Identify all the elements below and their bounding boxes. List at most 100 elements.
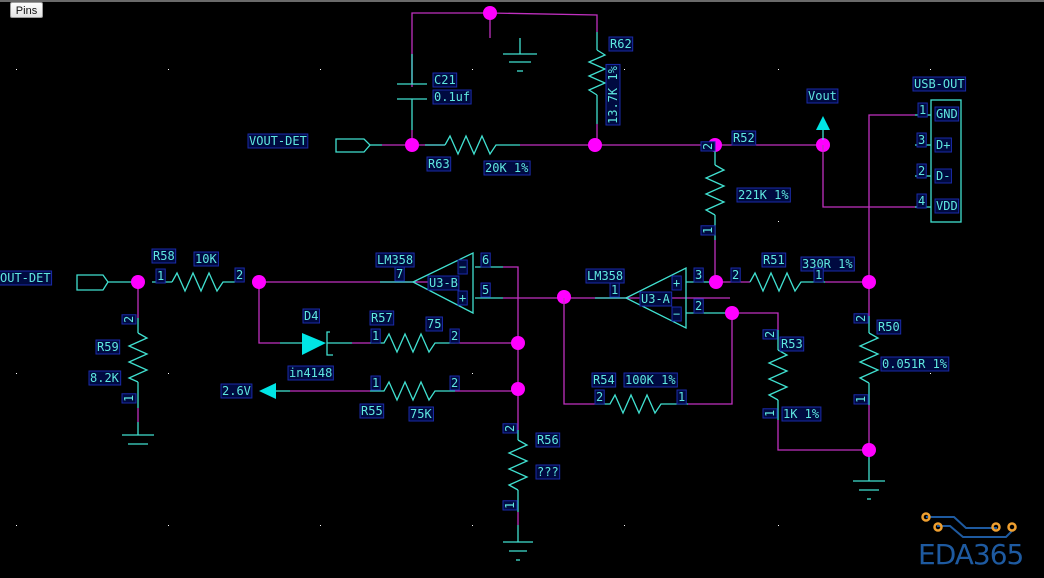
u3a-minus: − xyxy=(671,306,682,322)
u3a-plus: + xyxy=(671,275,682,291)
r56-pin1: 1 xyxy=(502,500,518,511)
usb-pin1-name-box xyxy=(934,106,960,122)
usb-pin2-name-text: D- xyxy=(936,169,950,183)
net-label-vout-text: Vout xyxy=(808,89,837,103)
r56-pin2-text: 2 xyxy=(503,425,517,432)
r57-value: 75 xyxy=(425,316,443,332)
r56-value: ??? xyxy=(535,464,561,480)
u3b-plus: + xyxy=(457,290,468,306)
u3b-part: LM358 xyxy=(375,252,415,268)
net-label-2v6-box xyxy=(220,383,253,399)
grid-dots xyxy=(16,69,931,526)
r59-value-box xyxy=(88,370,122,386)
r62-value-text: 13.7K 1% xyxy=(606,65,620,124)
u3b-plus-text: + xyxy=(459,291,466,305)
r58-ref-box xyxy=(151,248,177,264)
net-label-out-det: OUT-DET xyxy=(0,270,53,286)
c21-value-box xyxy=(432,89,472,105)
r59-pin2-box xyxy=(121,314,137,325)
r50-ref-text: R50 xyxy=(878,320,900,334)
r52-value-box xyxy=(736,187,791,203)
usb-pin3-name-text: D+ xyxy=(936,138,950,152)
r55-pin2-text: 2 xyxy=(451,376,458,390)
r55-value-box xyxy=(408,406,434,422)
r56-ref-box xyxy=(535,432,561,448)
r52-pin2-box xyxy=(700,141,716,152)
usb-pin2-num-box xyxy=(916,163,927,179)
usb-out-connector xyxy=(868,99,962,282)
r57-pin1-box xyxy=(370,328,381,344)
r50-value-box xyxy=(880,356,950,372)
d4-value-box xyxy=(287,365,334,381)
net-label-vout-det-box xyxy=(247,133,309,149)
r58-ref: R58 xyxy=(151,248,177,264)
usb-pin4-name-text: VDD xyxy=(936,199,958,213)
r56-pin2-box xyxy=(502,423,518,434)
r53-value: 1K 1% xyxy=(781,406,822,422)
r50-pin1-text: 1 xyxy=(854,396,868,403)
usb-ref-text: USB-OUT xyxy=(914,77,965,91)
r59-pin1: 1 xyxy=(121,393,137,404)
usb-pin1-name: GND xyxy=(934,106,960,122)
vout-power-arrow-icon xyxy=(816,116,830,130)
r51-pin1-box xyxy=(813,267,824,283)
junction xyxy=(483,6,497,20)
u3a-part-text: LM358 xyxy=(587,269,623,283)
r52-value: 221K 1% xyxy=(736,187,791,203)
r53-pin2: 2 xyxy=(762,329,778,340)
usb-pin4-num-box xyxy=(916,193,927,209)
u3a-plus-text: + xyxy=(673,276,680,290)
u3a-part: LM358 xyxy=(585,268,625,284)
r63-ref: R63 xyxy=(426,156,452,172)
u3a-minus-box xyxy=(671,306,682,322)
junction xyxy=(252,275,266,289)
r50-value-text: 0.051R 1% xyxy=(882,357,948,371)
net-label-vout-det: VOUT-DET xyxy=(247,133,309,149)
u3b-ref: U3-B xyxy=(427,275,460,291)
r51-value: 330R 1% xyxy=(800,256,855,272)
r52-ref-box xyxy=(731,130,757,146)
r50-pin1-box xyxy=(853,394,869,405)
r56-value-box xyxy=(535,464,561,480)
u3b-pin5-text: 5 xyxy=(482,283,489,297)
r51-ref-box xyxy=(761,252,787,268)
u3b-pin7-box xyxy=(394,266,405,282)
r54-value: 100K 1% xyxy=(623,372,678,388)
r53-ref: R53 xyxy=(779,336,805,352)
usb-ref: USB-OUT xyxy=(912,76,967,92)
r58-pin1-box xyxy=(155,268,166,284)
u3a-pin1-text: 1 xyxy=(611,283,618,297)
r57-value-box xyxy=(425,316,443,332)
r51-ref: R51 xyxy=(761,252,787,268)
r53-pin2-text: 2 xyxy=(763,331,777,338)
r62-value-box xyxy=(605,63,621,126)
r58-value-text: 10K xyxy=(195,252,217,266)
r58-pin2-box xyxy=(234,267,245,283)
usb-pin1-num-box xyxy=(917,102,928,118)
r57-ref-text: R57 xyxy=(371,311,393,325)
u3b-pin7-text: 7 xyxy=(396,267,403,281)
r56-ref: R56 xyxy=(535,432,561,448)
usb-ref-box xyxy=(912,76,967,92)
junction xyxy=(862,275,876,289)
r63-ref-box xyxy=(426,156,452,172)
r56-ref-text: R56 xyxy=(537,433,559,447)
eda365-logo-icon xyxy=(921,512,1017,538)
d4-ref: D4 xyxy=(302,308,320,324)
usb-pin1-name-text: GND xyxy=(936,107,958,121)
u3a-pin3: 3 xyxy=(693,267,704,283)
r56-pin2: 2 xyxy=(502,423,518,434)
r51-value-text: 330R 1% xyxy=(802,257,853,271)
d4-ref-box xyxy=(302,308,320,324)
r52-ref: R52 xyxy=(731,130,757,146)
r51-pin2-text: 2 xyxy=(732,268,739,282)
r53-pin2-box xyxy=(762,329,778,340)
usb-pin1-num-text: 1 xyxy=(919,103,926,117)
d4-ref-text: D4 xyxy=(304,309,318,323)
junction xyxy=(131,275,145,289)
pins-button[interactable]: Pins xyxy=(10,2,43,18)
r54-ref: R54 xyxy=(591,372,617,388)
u3b-plus-box xyxy=(457,290,468,306)
u3a-minus-text: − xyxy=(673,307,680,321)
